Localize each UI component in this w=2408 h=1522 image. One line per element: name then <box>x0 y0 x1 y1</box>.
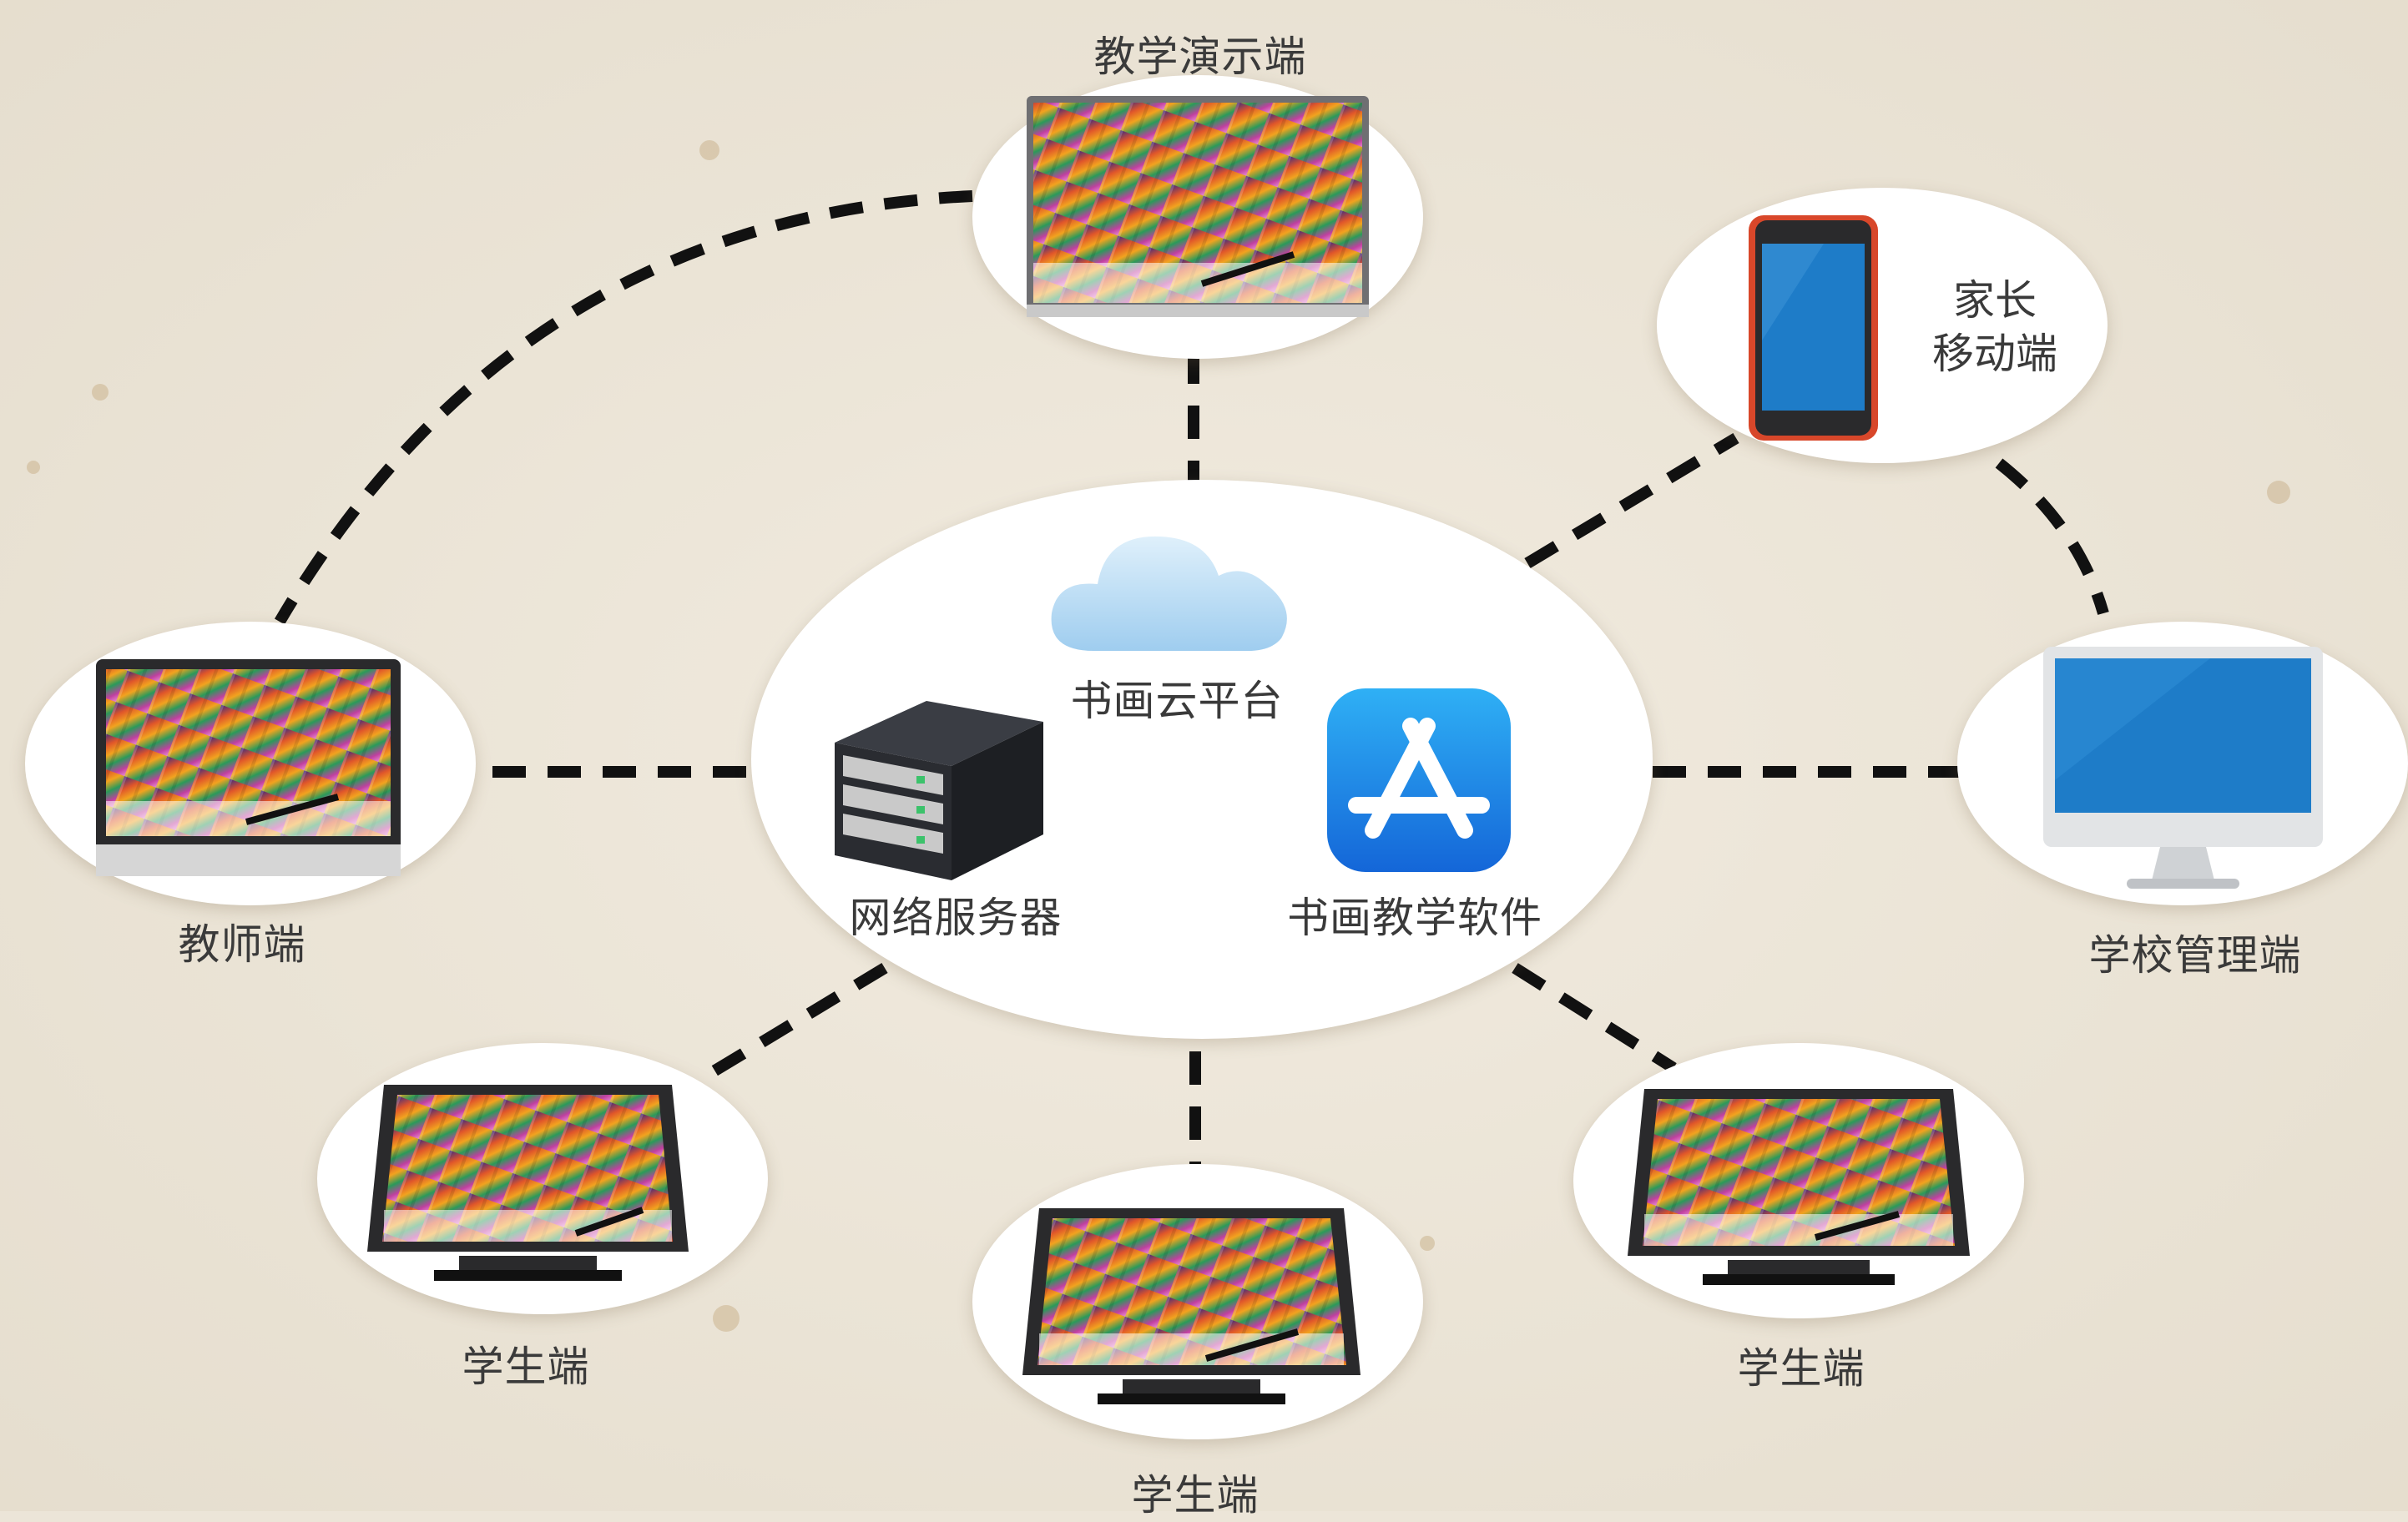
pen-display-icon <box>1628 1089 1970 1285</box>
server-label: 网络服务器 <box>849 894 1063 942</box>
cloud-icon <box>1051 536 1287 651</box>
student-right-label: 学生端 <box>1737 1344 1865 1393</box>
pen-display-icon <box>96 659 401 876</box>
demo-label: 教学演示端 <box>1093 33 1307 81</box>
smartphone-icon <box>1749 215 1878 441</box>
line-student-left-center <box>702 963 888 1081</box>
student-left-label: 学生端 <box>462 1343 590 1391</box>
arc-parent-school <box>1995 458 2109 615</box>
parent-label-line2: 移动端 <box>1932 330 2057 378</box>
line-student-right-center <box>1512 963 1677 1073</box>
school-label: 学校管理端 <box>2088 931 2302 980</box>
server-rack-icon <box>835 701 1043 880</box>
cloud-label: 书画云平台 <box>1070 677 1284 725</box>
pen-display-icon <box>367 1085 689 1281</box>
interactive-whiteboard-icon <box>1027 96 1369 317</box>
parent-node <box>1657 188 2108 463</box>
student-mid-label: 学生端 <box>1131 1471 1260 1519</box>
pen-display-icon <box>1022 1208 1360 1404</box>
teacher-label: 教师端 <box>178 920 306 969</box>
software-label: 书画教学软件 <box>1287 894 1542 942</box>
desktop-monitor-icon <box>2043 647 2323 889</box>
line-parent-center <box>1524 432 1739 569</box>
arc-demo-teacher <box>274 190 973 625</box>
parent-label-line1: 家长 <box>1953 276 2037 325</box>
parent-label: 家长 移动端 <box>1895 274 2095 380</box>
app-store-icon <box>1327 688 1511 872</box>
